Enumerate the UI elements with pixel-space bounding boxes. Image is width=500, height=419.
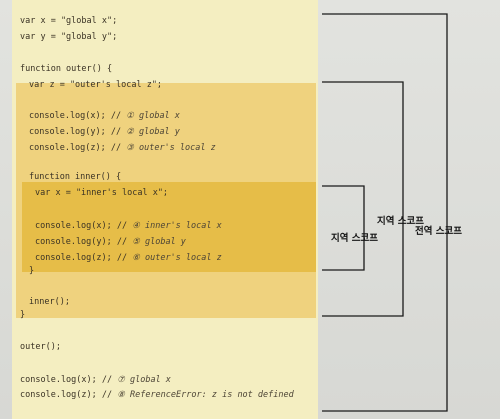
code-line: console.log(y); // ⑤ global y [35, 237, 186, 247]
code-line: } [20, 310, 26, 320]
code-line: outer(); [20, 342, 61, 352]
code-line: console.log(z); // ③ outer's local z [29, 143, 216, 153]
code-line: var x = "inner's local x"; [35, 188, 169, 198]
global-scope-bracket [322, 13, 448, 412]
code-line: console.log(y); // ② global y [29, 127, 180, 137]
code-line: function outer() { [20, 64, 113, 74]
code-line: var y = "global y"; [20, 32, 118, 42]
code-line: console.log(z); // ⑧ ReferenceError: z i… [20, 390, 294, 400]
code-line: inner(); [29, 297, 70, 307]
code-line: function inner() { [29, 172, 122, 182]
outer-scope-bracket [322, 81, 404, 317]
code-line: var z = "outer's local z"; [29, 80, 163, 90]
code-line: console.log(x); // ① global x [29, 111, 180, 121]
global-scope-label: 전역 스코프 [415, 226, 463, 237]
outer-local-scope-label: 지역 스코프 [377, 216, 425, 227]
code-line: } [29, 266, 35, 276]
inner-local-scope-label: 지역 스코프 [331, 233, 379, 244]
code-line: var x = "global x"; [20, 16, 118, 26]
code-line: console.log(z); // ⑥ outer's local z [35, 253, 222, 263]
inner-scope-panel [22, 182, 316, 272]
code-line: console.log(x); // ④ inner's local x [35, 221, 222, 231]
inner-scope-bracket [322, 185, 365, 271]
code-line: console.log(x); // ⑦ global x [20, 375, 171, 385]
